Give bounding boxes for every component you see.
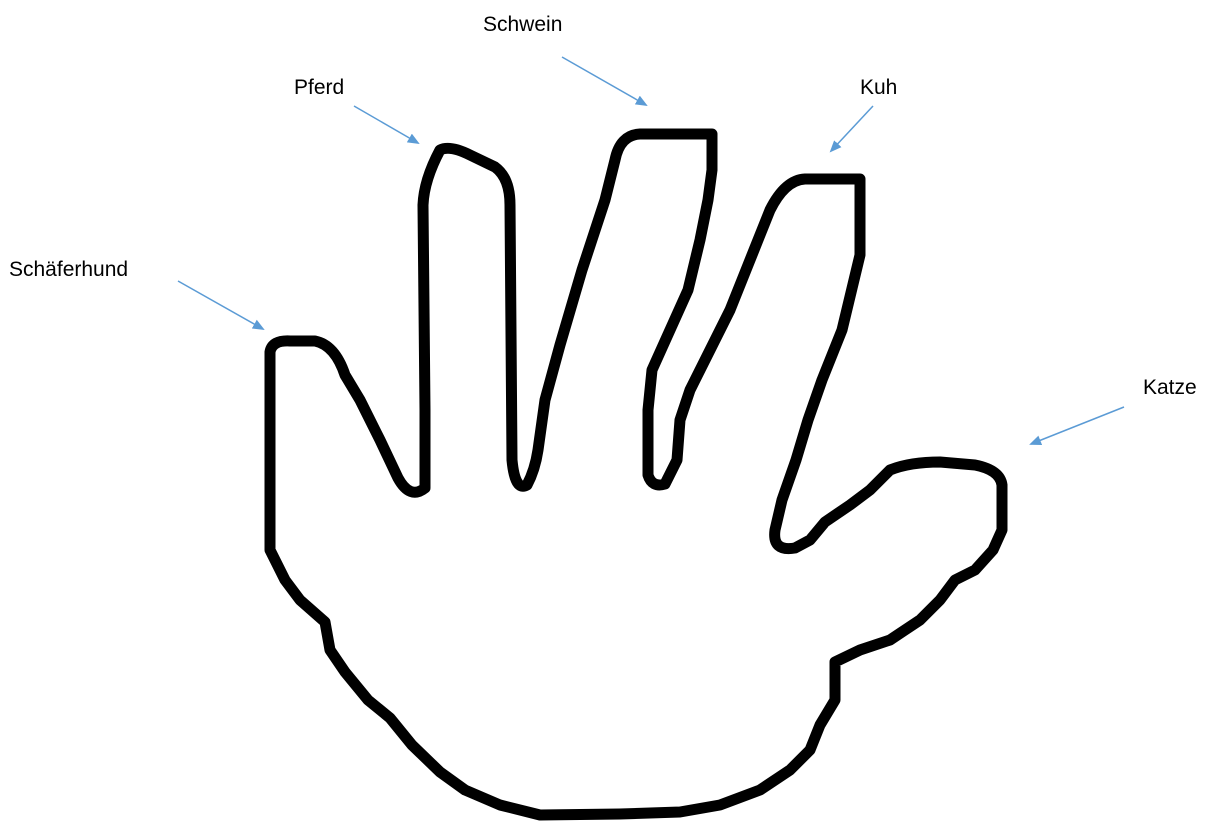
arrow-kuh [831,106,873,151]
label-kuh: Kuh [860,77,897,98]
label-pferd: Pferd [294,77,344,98]
label-schaeferhund: Schäferhund [9,259,128,280]
arrow-schwein [562,57,646,105]
arrow-katze [1031,407,1124,444]
label-katze: Katze [1143,377,1197,398]
label-schwein: Schwein [483,14,562,35]
hand-outline [270,134,1002,815]
arrow-pferd [354,106,418,143]
arrow-schaeferhund [178,281,263,329]
